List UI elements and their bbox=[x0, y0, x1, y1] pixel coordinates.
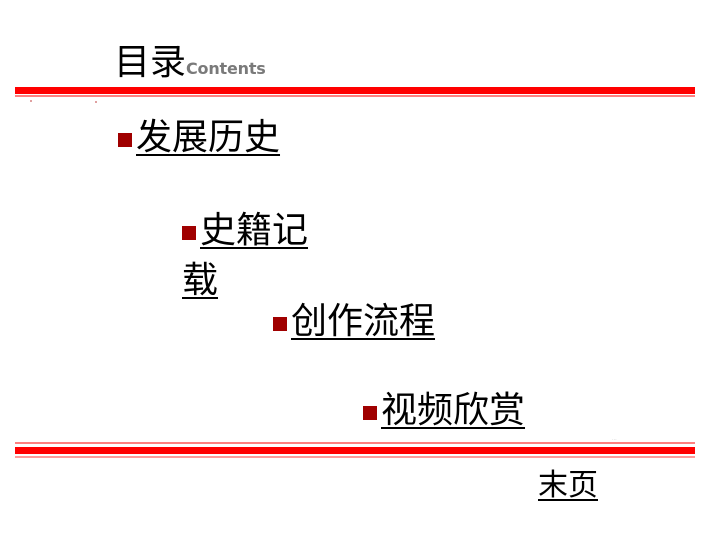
top-divider bbox=[15, 87, 695, 94]
square-bullet-icon bbox=[182, 226, 196, 240]
nav-link-history[interactable]: 发展历史 bbox=[136, 117, 281, 158]
watermark: ... bbox=[612, 436, 617, 442]
nav-link-video[interactable]: 视频欣赏 bbox=[381, 390, 526, 431]
square-bullet-icon bbox=[118, 133, 132, 147]
bottom-divider-shadow bbox=[15, 456, 695, 458]
nav-item-history[interactable]: 发展历史 bbox=[118, 112, 280, 164]
decor-speck bbox=[95, 101, 97, 103]
nav-item-records[interactable]: 史籍记载 bbox=[182, 206, 342, 306]
title-subtitle: Contents bbox=[186, 59, 266, 78]
bottom-divider bbox=[15, 447, 695, 454]
top-divider-shadow bbox=[15, 95, 695, 97]
nav-link-process[interactable]: 创作流程 bbox=[291, 301, 436, 342]
square-bullet-icon bbox=[273, 317, 287, 331]
square-bullet-icon bbox=[363, 406, 377, 420]
end-page-link[interactable]: 末页 bbox=[538, 468, 598, 503]
title-main: 目录 bbox=[114, 42, 187, 83]
nav-item-video[interactable]: 视频欣赏 bbox=[363, 385, 525, 437]
nav-item-process[interactable]: 创作流程 bbox=[273, 296, 435, 348]
page-title: 目录Contents bbox=[114, 41, 266, 91]
bottom-divider-top bbox=[15, 442, 695, 444]
nav-link-records[interactable]: 史籍记载 bbox=[182, 210, 309, 301]
decor-speck bbox=[30, 100, 32, 102]
